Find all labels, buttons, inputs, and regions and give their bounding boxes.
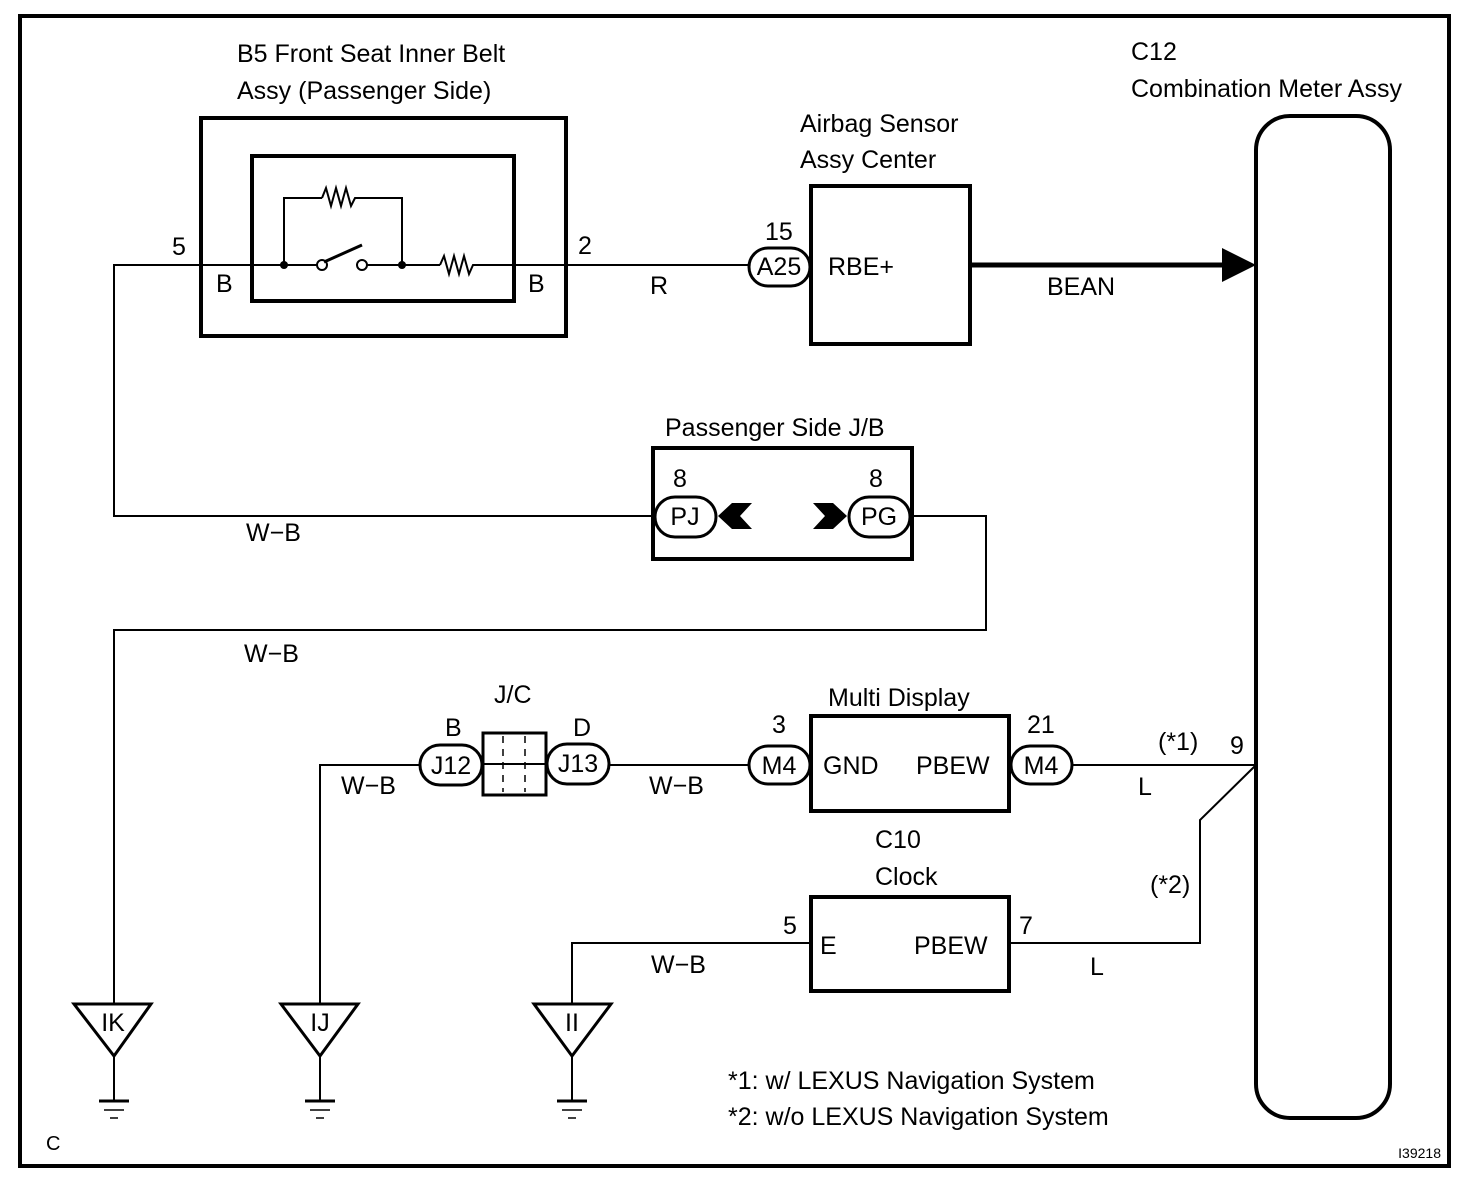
component-multi-display: Multi Display 3 21 M4 M4 GND PBEW bbox=[747, 684, 1074, 813]
jb-connector-left-label: PJ bbox=[670, 503, 699, 531]
note-1: *1: w/ LEXUS Navigation System bbox=[728, 1067, 1095, 1095]
component-combination-meter: C12 Combination Meter Assy 9 bbox=[1131, 38, 1402, 1120]
md-pin-right: 21 bbox=[1027, 711, 1055, 739]
airbag-box bbox=[809, 184, 972, 346]
airbag-title-line1: Airbag Sensor bbox=[800, 110, 958, 138]
meter-pin: 9 bbox=[1230, 732, 1244, 760]
md-title: Multi Display bbox=[828, 684, 970, 712]
belt-terminal-right: B bbox=[528, 270, 545, 298]
jc-connector-right bbox=[545, 742, 611, 786]
junction-dot-icon bbox=[398, 261, 406, 269]
clock-pin-right: 7 bbox=[1019, 912, 1033, 940]
jb-connector-right bbox=[847, 495, 912, 539]
md-connector-right bbox=[1009, 744, 1074, 786]
md-connector-right-label: M4 bbox=[1024, 752, 1059, 780]
airbag-connector bbox=[747, 246, 812, 288]
component-passenger-jb: Passenger Side J/B 8 8 PJ PG bbox=[651, 414, 914, 561]
ground-point-icon bbox=[70, 1002, 154, 1059]
belt-pin-left: 5 bbox=[172, 233, 186, 261]
md-box bbox=[809, 714, 1011, 813]
component-airbag-sensor: Airbag Sensor Assy Center 15 A25 RBE+ bbox=[747, 110, 972, 346]
belt-inner-box bbox=[250, 154, 516, 303]
jb-mating-arrow-left-icon bbox=[718, 503, 752, 529]
md-terminal-left: GND bbox=[823, 752, 879, 780]
ground-ii: II bbox=[531, 1002, 614, 1119]
resistor-top-icon bbox=[321, 184, 358, 210]
md-connector-left-label: M4 bbox=[762, 752, 797, 780]
corner-label: C bbox=[46, 1133, 60, 1155]
clock-pin-left: 5 bbox=[783, 912, 797, 940]
diagram-frame bbox=[18, 14, 1451, 1168]
belt-terminal-left: B bbox=[216, 270, 233, 298]
resistor-bottom-icon bbox=[439, 252, 480, 278]
clock-title-line1: C10 bbox=[875, 826, 921, 854]
switch-blade-icon bbox=[323, 243, 363, 264]
wire-color-jc-md: W−B bbox=[649, 772, 704, 800]
component-clock: C10 Clock 5 7 E PBEW bbox=[783, 826, 1033, 993]
ground-ij-label: IJ bbox=[310, 1009, 329, 1037]
md-terminal-right: PBEW bbox=[916, 752, 990, 780]
belt-bypass-wire-right bbox=[358, 197, 403, 265]
md-pin-left: 3 bbox=[772, 711, 786, 739]
wire-label-bean: BEAN bbox=[1047, 273, 1115, 301]
wire-ij-to-jc bbox=[319, 764, 420, 1004]
jb-pin-right: 8 bbox=[869, 465, 883, 493]
airbag-title-line2: Assy Center bbox=[800, 146, 936, 174]
belt-pin-right: 2 bbox=[578, 232, 592, 260]
jc-pin-left: B bbox=[445, 714, 462, 742]
variant-tag-2: (*2) bbox=[1150, 871, 1190, 899]
bean-arrow-icon bbox=[1222, 248, 1256, 282]
switch-contact-icon bbox=[356, 259, 368, 271]
clock-terminal-left: E bbox=[820, 932, 837, 960]
jb-title: Passenger Side J/B bbox=[665, 414, 885, 442]
ground-ij: IJ bbox=[278, 1002, 361, 1119]
jc-connector-right-label: J13 bbox=[558, 750, 598, 778]
wire-ii-to-clock bbox=[571, 942, 811, 1004]
note-2: *2: w/o LEXUS Navigation System bbox=[728, 1103, 1109, 1131]
jb-connector-right-label: PG bbox=[861, 503, 897, 531]
jc-connector-left bbox=[418, 743, 484, 787]
component-belt: B5 Front Seat Inner Belt Assy (Passenger… bbox=[172, 40, 592, 338]
jc-pin-right: D bbox=[573, 714, 591, 742]
wire-clock-to-meter bbox=[1009, 764, 1257, 944]
meter-title-line2: Combination Meter Assy bbox=[1131, 75, 1402, 103]
ground-point-icon bbox=[278, 1002, 361, 1059]
wire-color-md-meter: L bbox=[1138, 773, 1152, 801]
wire-color-belt-airbag: R bbox=[650, 272, 668, 300]
ground-point-icon bbox=[531, 1002, 614, 1059]
wires bbox=[113, 248, 1257, 1004]
meter-title-line1: C12 bbox=[1131, 38, 1177, 66]
wire-color-ij-jc: W−B bbox=[341, 772, 396, 800]
wire-jb-to-ik bbox=[113, 515, 987, 1004]
wire-color-ii-clock: W−B bbox=[651, 951, 706, 979]
clock-title-line2: Clock bbox=[875, 863, 938, 891]
wire-belt-to-jb bbox=[113, 264, 656, 517]
ground-ik-label: IK bbox=[101, 1009, 125, 1037]
clock-box bbox=[809, 895, 1011, 993]
wire-color-belt-jb: W−B bbox=[246, 519, 301, 547]
airbag-pin: 15 bbox=[765, 218, 793, 246]
belt-title-line1: B5 Front Seat Inner Belt bbox=[237, 40, 505, 68]
meter-body bbox=[1254, 114, 1392, 1120]
md-connector-left bbox=[747, 744, 812, 786]
belt-title-line2: Assy (Passenger Side) bbox=[237, 77, 491, 105]
variant-tag-1: (*1) bbox=[1158, 728, 1198, 756]
figure-id: I39218 bbox=[1398, 1145, 1441, 1161]
belt-bypass-wire bbox=[283, 197, 322, 265]
jb-pin-left: 8 bbox=[673, 465, 687, 493]
jb-connector-left bbox=[653, 495, 718, 539]
ground-ii-label: II bbox=[565, 1009, 579, 1037]
clock-terminal-right: PBEW bbox=[914, 932, 988, 960]
wire-color-clock-meter: L bbox=[1090, 953, 1104, 981]
jc-title: J/C bbox=[494, 681, 532, 709]
airbag-connector-label: A25 bbox=[757, 253, 801, 281]
wire-color-jb-ik: W−B bbox=[244, 640, 299, 668]
airbag-terminal: RBE+ bbox=[828, 253, 894, 281]
component-junction-connector: J/C B D J12 J13 bbox=[418, 681, 611, 797]
ground-ik: IK bbox=[70, 1002, 154, 1119]
junction-dot-icon bbox=[280, 261, 288, 269]
jb-mating-arrow-right-icon bbox=[813, 503, 847, 529]
jc-connector-left-label: J12 bbox=[431, 752, 471, 780]
